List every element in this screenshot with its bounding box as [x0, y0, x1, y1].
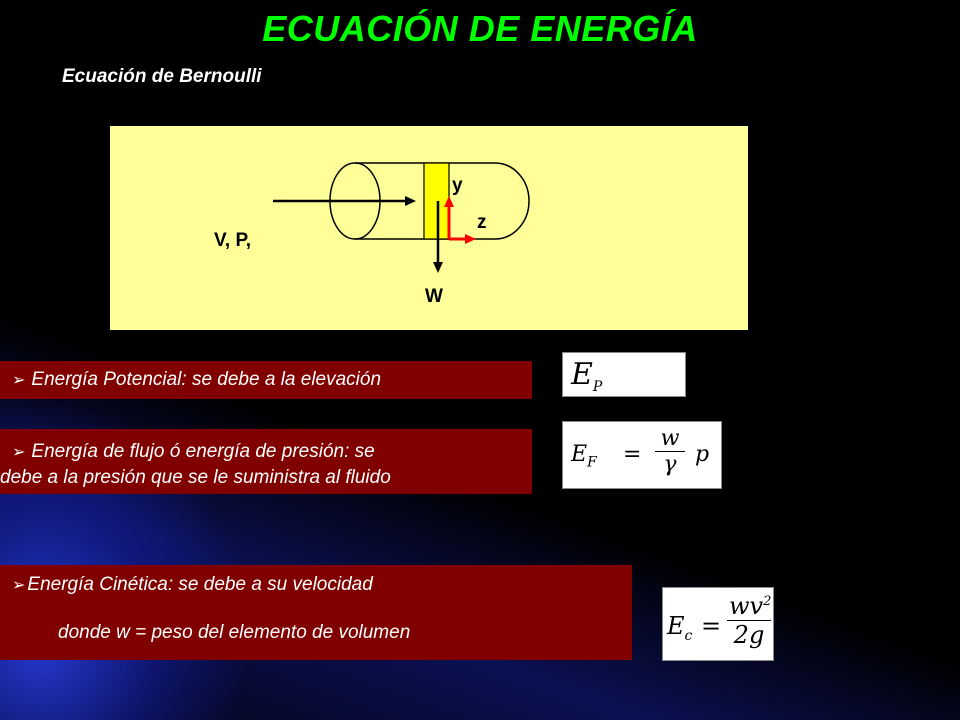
eq-denominator: γ	[663, 452, 677, 477]
bullet-kinetic-note: donde w = peso del elemento de volumen	[58, 622, 411, 643]
eq-subscript: P	[592, 379, 603, 395]
bullet-potential-energy: ➢ Energía Potencial: se debe a la elevaci…	[0, 361, 532, 399]
arrow-bullet-icon: ➢	[12, 577, 26, 594]
equation-kinetic-energy: Ec = wv2 2g	[662, 587, 774, 661]
eq-lhs: E	[667, 612, 685, 640]
bullet-flow-text-line2: debe a la presión que se le suministra a…	[0, 467, 391, 488]
eq-subscript: c	[684, 627, 693, 644]
bullet-flow-text-line1: Energía de flujo ó energía de presión: s…	[31, 441, 375, 462]
bullet-kinetic-energy: ➢Energía Cinética: se debe a su velocida…	[0, 565, 632, 660]
weight-arrowhead	[433, 262, 443, 273]
arrow-bullet-icon: ➢	[12, 444, 26, 461]
y-axis-arrowhead	[444, 196, 454, 207]
bullet-potential-text: Energía Potencial: se debe a la elevació…	[31, 369, 382, 390]
bullet-kinetic-text: Energía Cinética: se debe a su velocidad	[27, 574, 373, 595]
bullet-flow-energy: ➢ Energía de flujo ó energía de presión: …	[0, 429, 532, 494]
label-y-axis: y	[452, 175, 463, 196]
eq-denominator: 2g	[733, 621, 765, 649]
z-axis-arrowhead	[465, 234, 476, 244]
pipe-body	[355, 162, 530, 240]
eq-lhs: E	[571, 357, 593, 392]
eq-rhs: p	[695, 442, 710, 467]
flow-arrowhead	[405, 196, 416, 206]
volume-element-slab	[423, 162, 450, 240]
slide-title: ECUACIÓN DE ENERGÍA	[262, 8, 698, 49]
eq-equals: =	[701, 612, 722, 640]
label-velocity-pressure: V, P,	[214, 230, 251, 251]
equation-potential-energy: EP =wz	[562, 352, 686, 448]
eq-fraction: wv2 2g	[727, 592, 771, 649]
pipe-drawing	[273, 162, 530, 273]
eq-subscript: F	[587, 454, 597, 471]
equation-flow-energy: EF = w γ p	[562, 421, 722, 489]
eq-superscript: 2	[763, 594, 772, 609]
slide-subtitle: Ecuación de Bernoulli	[62, 66, 262, 87]
eq-lhs: E	[571, 442, 588, 467]
label-z-axis: z	[477, 212, 487, 233]
bernoulli-diagram: V, P, y z W	[110, 126, 748, 330]
eq-fraction: w γ	[655, 426, 685, 477]
arrow-bullet-icon: ➢	[12, 372, 26, 389]
eq-numerator: wv	[729, 592, 764, 620]
label-weight: W	[425, 286, 443, 307]
eq-equals: =	[623, 442, 642, 467]
eq-numerator: w	[655, 426, 685, 452]
